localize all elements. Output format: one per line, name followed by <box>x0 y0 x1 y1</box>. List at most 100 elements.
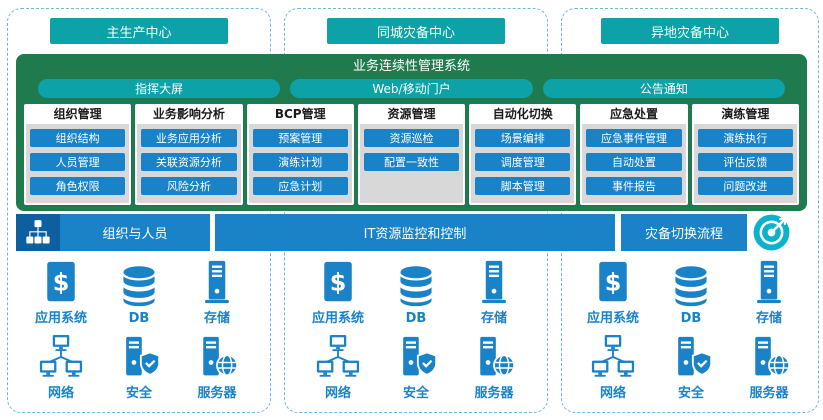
module-item: 演练计划 <box>252 153 348 171</box>
infra-label: 网络 <box>599 386 626 401</box>
security-icon <box>117 335 161 379</box>
module-item: 事件报告 <box>586 177 682 195</box>
module-auto-switch: 自动化切换 场景编排 调度管理 脚本管理 <box>469 104 577 205</box>
infra-label: 应用系统 <box>34 311 87 326</box>
infra-label: 服务器 <box>197 386 237 401</box>
module-item: 自动处置 <box>586 153 682 171</box>
module-title: 资源管理 <box>387 107 436 121</box>
infra-label: DB <box>405 311 427 326</box>
module-item: 关联资源分析 <box>141 153 237 171</box>
database-icon <box>669 264 713 308</box>
infra-group-same-city-dr: 应用系统 DB 存储 网络 安全 服务器 <box>299 256 533 406</box>
module-title: BCP管理 <box>274 107 326 121</box>
module-body: 场景编排 调度管理 脚本管理 <box>471 124 575 203</box>
infra-cell-app-system: 应用系统 <box>22 256 100 331</box>
module-item: 应急事件管理 <box>586 129 682 147</box>
server-icon <box>747 335 791 379</box>
module-item: 角色权限 <box>30 177 126 195</box>
module-body: 资源巡检 配置一致性 <box>359 124 464 203</box>
infra-label: 存储 <box>203 311 230 326</box>
infra-label: 网络 <box>324 386 351 401</box>
module-business-impact: 业务影响分析 业务应用分析 关联资源分析 风险分析 <box>135 104 243 205</box>
portal-announcements: 公告通知 <box>542 79 785 98</box>
infra-label: 存储 <box>480 311 507 326</box>
infra-cell-security: 安全 <box>100 331 178 406</box>
infra-cell-network: 网络 <box>574 331 652 406</box>
infra-cell-db: DB <box>652 256 730 331</box>
module-title: 业务影响分析 <box>152 107 225 121</box>
module-item: 预案管理 <box>252 129 348 147</box>
infra-label: 服务器 <box>474 386 514 401</box>
module-body: 预案管理 演练计划 应急计划 <box>248 124 352 203</box>
infra-cell-server: 服务器 <box>455 331 533 406</box>
database-icon <box>394 264 438 308</box>
bcm-system-panel: 业务连续性管理系统 指挥大屏 Web/移动门户 公告通知 组织管理 组织结构 人… <box>16 54 807 211</box>
module-emergency-response: 应急处置 应急事件管理 自动处置 事件报告 <box>580 104 688 205</box>
module-item: 评估反馈 <box>697 153 793 171</box>
infra-label: 存储 <box>755 311 782 326</box>
module-title: 组织管理 <box>53 107 102 121</box>
storage-icon <box>472 260 516 304</box>
module-title: 演练管理 <box>721 107 770 121</box>
network-icon <box>39 335 83 379</box>
it-monitor-band: IT资源监控和控制 <box>215 214 615 251</box>
server-icon <box>195 335 239 379</box>
infra-label: 安全 <box>125 386 152 401</box>
dr-switch-band: 灾备切换流程 <box>621 214 747 251</box>
module-title: 自动化切换 <box>492 107 553 121</box>
storage-icon <box>747 260 791 304</box>
module-item: 应急计划 <box>252 177 348 195</box>
main-production-center-box: 主生产中心 <box>7 8 271 413</box>
infra-label: DB <box>680 311 702 326</box>
org-people-band: 组织与人员 <box>16 214 210 251</box>
portal-web-mobile: Web/移动门户 <box>290 79 533 98</box>
module-item: 配置一致性 <box>363 153 460 171</box>
module-item: 人员管理 <box>30 153 126 171</box>
security-icon <box>394 335 438 379</box>
infra-label: 网络 <box>47 386 74 401</box>
network-icon <box>316 335 360 379</box>
infra-label: DB <box>128 311 150 326</box>
network-icon <box>591 335 635 379</box>
module-body: 演练执行 评估反馈 问题改进 <box>693 124 797 203</box>
module-item: 调度管理 <box>475 153 571 171</box>
module-title: 应急处置 <box>610 107 659 121</box>
infra-cell-network: 网络 <box>22 331 100 406</box>
infra-label: 安全 <box>677 386 704 401</box>
infra-cell-app-system: 应用系统 <box>299 256 377 331</box>
module-org-mgmt: 组织管理 组织结构 人员管理 角色权限 <box>24 104 132 205</box>
center-header-main-production: 主生产中心 <box>50 18 228 44</box>
infra-cell-db: DB <box>377 256 455 331</box>
infra-cell-storage: 存储 <box>178 256 256 331</box>
infra-cell-server: 服务器 <box>730 331 808 406</box>
module-body: 组织结构 人员管理 角色权限 <box>26 124 130 203</box>
infra-cell-security: 安全 <box>652 331 730 406</box>
database-icon <box>117 264 161 308</box>
module-body: 应急事件管理 自动处置 事件报告 <box>582 124 686 203</box>
infra-cell-storage: 存储 <box>730 256 808 331</box>
infra-cell-network: 网络 <box>299 331 377 406</box>
module-drill-mgmt: 演练管理 演练执行 评估反馈 问题改进 <box>691 104 799 205</box>
module-row: 组织管理 组织结构 人员管理 角色权限 业务影响分析 业务应用分析 关联资源分析… <box>24 104 799 205</box>
storage-icon <box>195 260 239 304</box>
infra-cell-db: DB <box>100 256 178 331</box>
module-resource-mgmt: 资源管理 资源巡检 配置一致性 <box>357 104 466 205</box>
server-icon <box>472 335 516 379</box>
infra-cell-app-system: 应用系统 <box>574 256 652 331</box>
module-item: 场景编排 <box>475 129 571 147</box>
infra-label: 应用系统 <box>586 311 639 326</box>
center-header-same-city-dr: 同城灾备中心 <box>327 18 505 44</box>
infra-group-remote-dr: 应用系统 DB 存储 网络 安全 服务器 <box>574 256 808 406</box>
security-icon <box>669 335 713 379</box>
infra-label: 服务器 <box>749 386 789 401</box>
module-body: 业务应用分析 关联资源分析 风险分析 <box>137 124 241 203</box>
module-item: 资源巡检 <box>363 129 460 147</box>
portal-command-screen: 指挥大屏 <box>38 79 281 98</box>
org-people-label: 组织与人员 <box>60 214 210 251</box>
target-arrow-icon <box>751 212 792 253</box>
infra-cell-storage: 存储 <box>455 256 533 331</box>
center-header-remote-dr: 异地灾备中心 <box>601 18 779 44</box>
module-bcp-mgmt: BCP管理 预案管理 演练计划 应急计划 <box>246 104 354 205</box>
app-system-icon <box>591 260 635 304</box>
module-item: 脚本管理 <box>475 177 571 195</box>
